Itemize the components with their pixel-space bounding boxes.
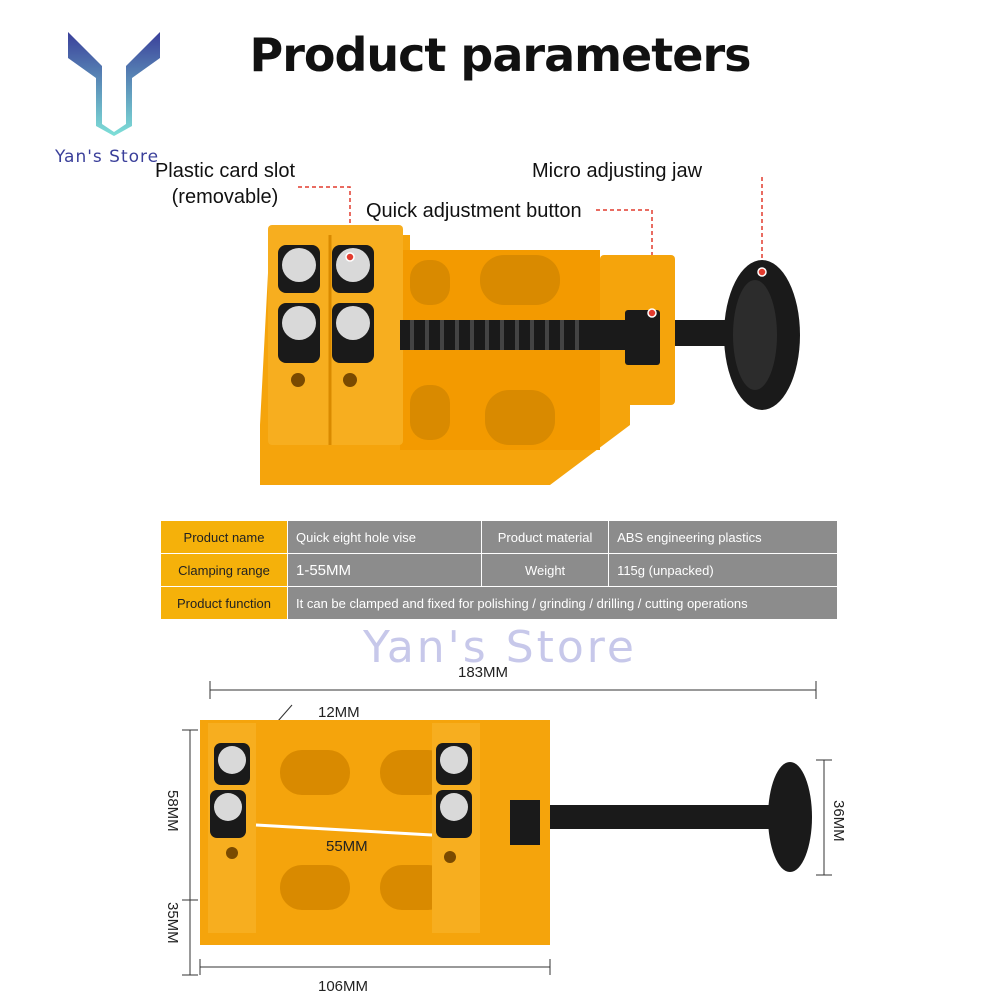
spec-label: Product name [160,520,288,554]
spec-label: Product function [160,586,288,620]
callout-micro-jaw: Micro adjusting jaw [532,160,703,182]
dim-height: 58MM [164,790,181,832]
dim-screw-head: 12MM [318,704,360,721]
dim-base-height: 35MM [164,902,181,944]
spec-table: Product name Quick eight hole vise Produ… [160,520,838,620]
watermark-text: Yan's Store [363,622,637,673]
spec-value: 1-55MM [286,553,483,587]
spec-label: Weight [481,553,610,587]
dim-total-length: 183MM [458,664,509,681]
spec-value: It can be clamped and fixed for polishin… [287,586,838,620]
logo-icon [68,32,160,136]
table-row: Product name Quick eight hole vise Produ… [160,520,838,554]
callout-quick-button: Quick adjustment button [366,200,582,222]
brand-name: Yan's Store [55,147,160,167]
vise-illustration-dimensions [182,681,832,976]
spec-value: 115g (unpacked) [608,553,838,587]
callout-card-slot-line2: (removable) [171,186,279,208]
dim-clamp-gap: 55MM [326,838,368,855]
spec-label: Product material [481,520,610,554]
page-title: Product parameters [249,28,751,82]
callout-card-slot: Plastic card slot (removable) [150,158,300,210]
spec-label: Clamping range [160,553,288,587]
vise-illustration-top [260,175,800,485]
table-row: Clamping range 1-55MM Weight 115g (unpac… [160,553,838,587]
spec-value: Quick eight hole vise [286,520,483,554]
table-row: Product function It can be clamped and f… [160,586,838,620]
dim-knob: 36MM [830,800,847,842]
callout-card-slot-line1: Plastic card slot [154,160,296,182]
spec-value: ABS engineering plastics [608,520,838,554]
dim-body-length: 106MM [318,978,369,995]
